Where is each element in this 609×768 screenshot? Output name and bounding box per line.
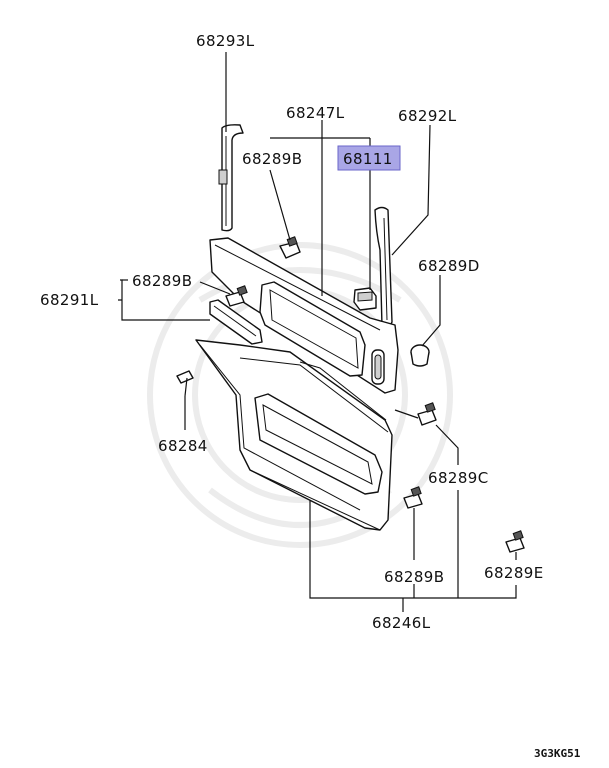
screw-68284[interactable] (176, 370, 194, 397)
label-68289b-top: 68289B (242, 150, 302, 168)
clip-68289e[interactable] (505, 530, 525, 553)
label-68289b-left: 68289B (132, 272, 192, 290)
clip-68289b-upper[interactable] (279, 236, 301, 259)
garnish-68291l[interactable] (209, 299, 263, 345)
label-68289d: 68289D (418, 257, 480, 275)
label-68247l: 68247L (286, 104, 345, 122)
clip-68289b-left[interactable] (225, 285, 248, 307)
label-68289e: 68289E (484, 564, 544, 582)
label-68291l: 68291L (40, 291, 99, 309)
lower-trim-panel-68246l[interactable] (195, 339, 393, 531)
label-68292l: 68292L (398, 107, 457, 125)
clip-68111[interactable] (353, 287, 377, 311)
diagram-code: 3G3KG51 (534, 747, 581, 760)
highlight-68111 (337, 145, 401, 171)
upper-trim-panel-68247l[interactable] (209, 237, 399, 394)
clip-68289b-lower[interactable] (403, 486, 423, 509)
label-68289c: 68289C (428, 469, 489, 487)
label-68289b-bottom: 68289B (384, 568, 444, 586)
label-68284: 68284 (158, 437, 208, 455)
label-68111[interactable]: 68111 (343, 150, 393, 168)
label-68246l: 68246L (372, 614, 431, 632)
grommet-68289d[interactable] (410, 344, 430, 367)
clip-68289c[interactable] (417, 402, 437, 426)
label-68293l: 68293L (196, 32, 255, 50)
pillar-trim-68293l[interactable] (218, 124, 244, 232)
